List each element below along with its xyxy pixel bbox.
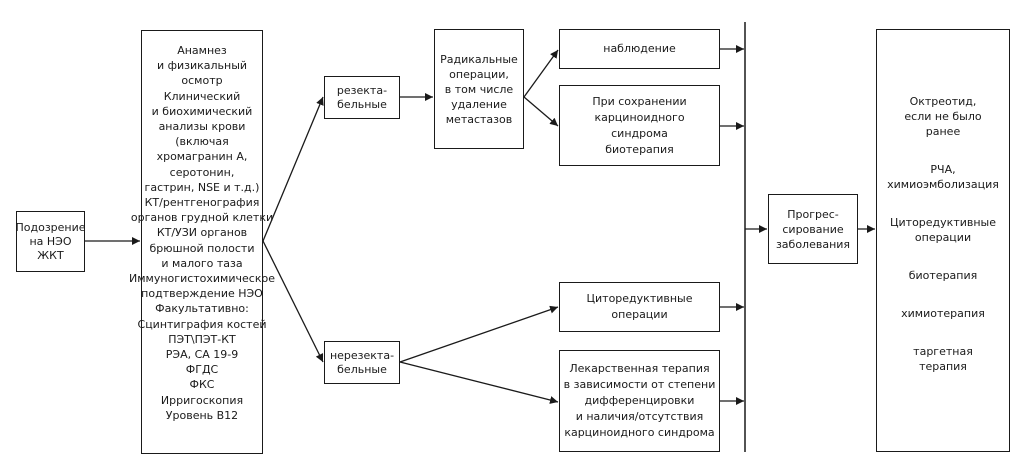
suspicion-box: Подозрение на НЭО ЖКТ <box>15 211 86 272</box>
arrow-exam-to-resectable <box>262 96 324 242</box>
exam-line: (включая <box>175 135 229 149</box>
exam-line: РЭА, СА 19-9 <box>165 348 239 362</box>
drug-therapy-line: и наличия/отсутствия <box>575 410 704 423</box>
option-line: РЧА, <box>930 163 956 176</box>
biotherapy-box: При сохранении карциноидного синдрома би… <box>559 85 720 166</box>
biotherapy-line: биотерапия <box>605 142 674 156</box>
exam-line: КТ/рентгенография <box>144 196 260 210</box>
radical-line: операции, <box>449 67 509 81</box>
exam-line: анализы крови <box>158 120 246 134</box>
resectable-line: резекта- <box>336 83 388 97</box>
arrow-nonresectable-to-drug-therapy <box>399 361 559 404</box>
arrow-radical-to-observation <box>523 49 559 98</box>
drug-therapy-line: карциноидного синдрома <box>564 426 715 439</box>
exam-line: ФГДС <box>185 363 219 377</box>
option-line: операции <box>914 231 972 244</box>
nonresectable-box: нерезекта- бельные <box>324 341 400 384</box>
suspicion-line: Подозрение <box>15 220 86 234</box>
radical-surgery-box: Радикальные операции, в том числе удален… <box>434 29 524 149</box>
resectable-box: резекта- бельные <box>324 76 400 119</box>
examination-box: Анамнез и физикальный осмотр Клинический… <box>129 30 275 454</box>
option-line: ранее <box>925 125 961 138</box>
progression-line: сирование <box>782 222 844 236</box>
exam-line: хромагранин А, <box>156 150 248 164</box>
option-octreotide: Октреотид, если не было ранее <box>904 94 981 139</box>
exam-line: подтверждение НЭО <box>141 287 263 301</box>
cytoreductive-line: Циторедуктивные <box>586 292 693 305</box>
radical-line: метастазов <box>445 112 513 126</box>
cytoreductive-box: Циторедуктивные операции <box>559 282 720 332</box>
arrow-radical-to-biotherapy <box>523 96 559 127</box>
arrow-exam-to-nonresectable <box>262 240 324 363</box>
option-line: Циторедуктивные <box>889 216 997 229</box>
observation-box: наблюдение <box>559 29 720 69</box>
option-line: химиоэмболизация <box>887 178 999 191</box>
biotherapy-line: синдрома <box>611 126 668 140</box>
progression-line: Прогрес- <box>787 207 839 221</box>
biotherapy-line: карциноидного <box>594 110 685 124</box>
exam-line: Уровень В12 <box>165 408 239 422</box>
option-cytoreductive: Циторедуктивные операции <box>890 215 996 245</box>
exam-line: и малого таза <box>161 256 243 270</box>
option-rfa-chemoembolization: РЧА, химиоэмболизация <box>887 162 999 192</box>
exam-line: осмотр <box>181 74 223 88</box>
radical-line: Радикальные <box>440 52 518 66</box>
arrow-nonresectable-to-cytoreductive <box>399 305 559 363</box>
exam-line: Клинический <box>163 89 241 103</box>
progression-line: заболевания <box>775 237 851 251</box>
exam-line: Ирригоскопия <box>160 393 244 407</box>
option-line: химиотерапия <box>901 307 985 320</box>
exam-line: и физикальный <box>156 59 248 73</box>
exam-line: серотонин, <box>169 165 235 179</box>
exam-line: гастрин, NSE и т.д.) <box>144 180 260 194</box>
progression-box: Прогрес- сирование заболевания <box>768 194 858 264</box>
option-line: таргетная <box>913 345 973 358</box>
exam-line: и биохимический <box>151 104 253 118</box>
exam-line: ПЭТ\ПЭТ-КТ <box>168 332 236 346</box>
exam-line: КТ/УЗИ органов <box>156 226 248 240</box>
drug-therapy-line: дифференцировки <box>584 394 695 407</box>
cytoreductive-line: операции <box>611 308 668 321</box>
option-biotherapy: биотерапия <box>909 268 978 283</box>
nonresectable-line: нерезекта- <box>329 348 395 362</box>
nonresectable-line: бельные <box>337 362 387 376</box>
suspicion-line: ЖКТ <box>37 248 64 262</box>
drug-therapy-line: в зависимости от степени <box>563 378 716 391</box>
exam-line: брюшной полости <box>149 241 255 255</box>
exam-line: Иммуногистохимическое <box>129 272 275 286</box>
radical-line: в том числе <box>444 82 514 96</box>
exam-line: Анамнез <box>177 44 227 57</box>
exam-line: Факультативно: <box>155 302 249 316</box>
option-line: терапия <box>919 360 967 373</box>
resectable-line: бельные <box>337 97 387 111</box>
option-chemotherapy: химиотерапия <box>901 306 985 321</box>
exam-line: ФКС <box>189 378 215 392</box>
option-line: если не было <box>904 110 982 123</box>
radical-line: удаление <box>451 97 507 111</box>
option-targeted-therapy: таргетная терапия <box>913 344 973 374</box>
drug-therapy-box: Лекарственная терапия в зависимости от с… <box>559 350 720 452</box>
suspicion-line: на НЭО <box>29 234 72 248</box>
drug-therapy-line: Лекарственная терапия <box>569 362 710 375</box>
progression-options-box: Октреотид, если не было ранее РЧА, химио… <box>876 29 1010 452</box>
biotherapy-line: При сохранении <box>592 94 687 108</box>
option-line: биотерапия <box>908 269 978 282</box>
exam-line: органов грудной клетки <box>130 211 274 225</box>
observation-line: наблюдение <box>603 42 676 55</box>
option-line: Октреотид, <box>909 95 977 108</box>
exam-line: Сцинтиграфия костей <box>137 317 267 331</box>
